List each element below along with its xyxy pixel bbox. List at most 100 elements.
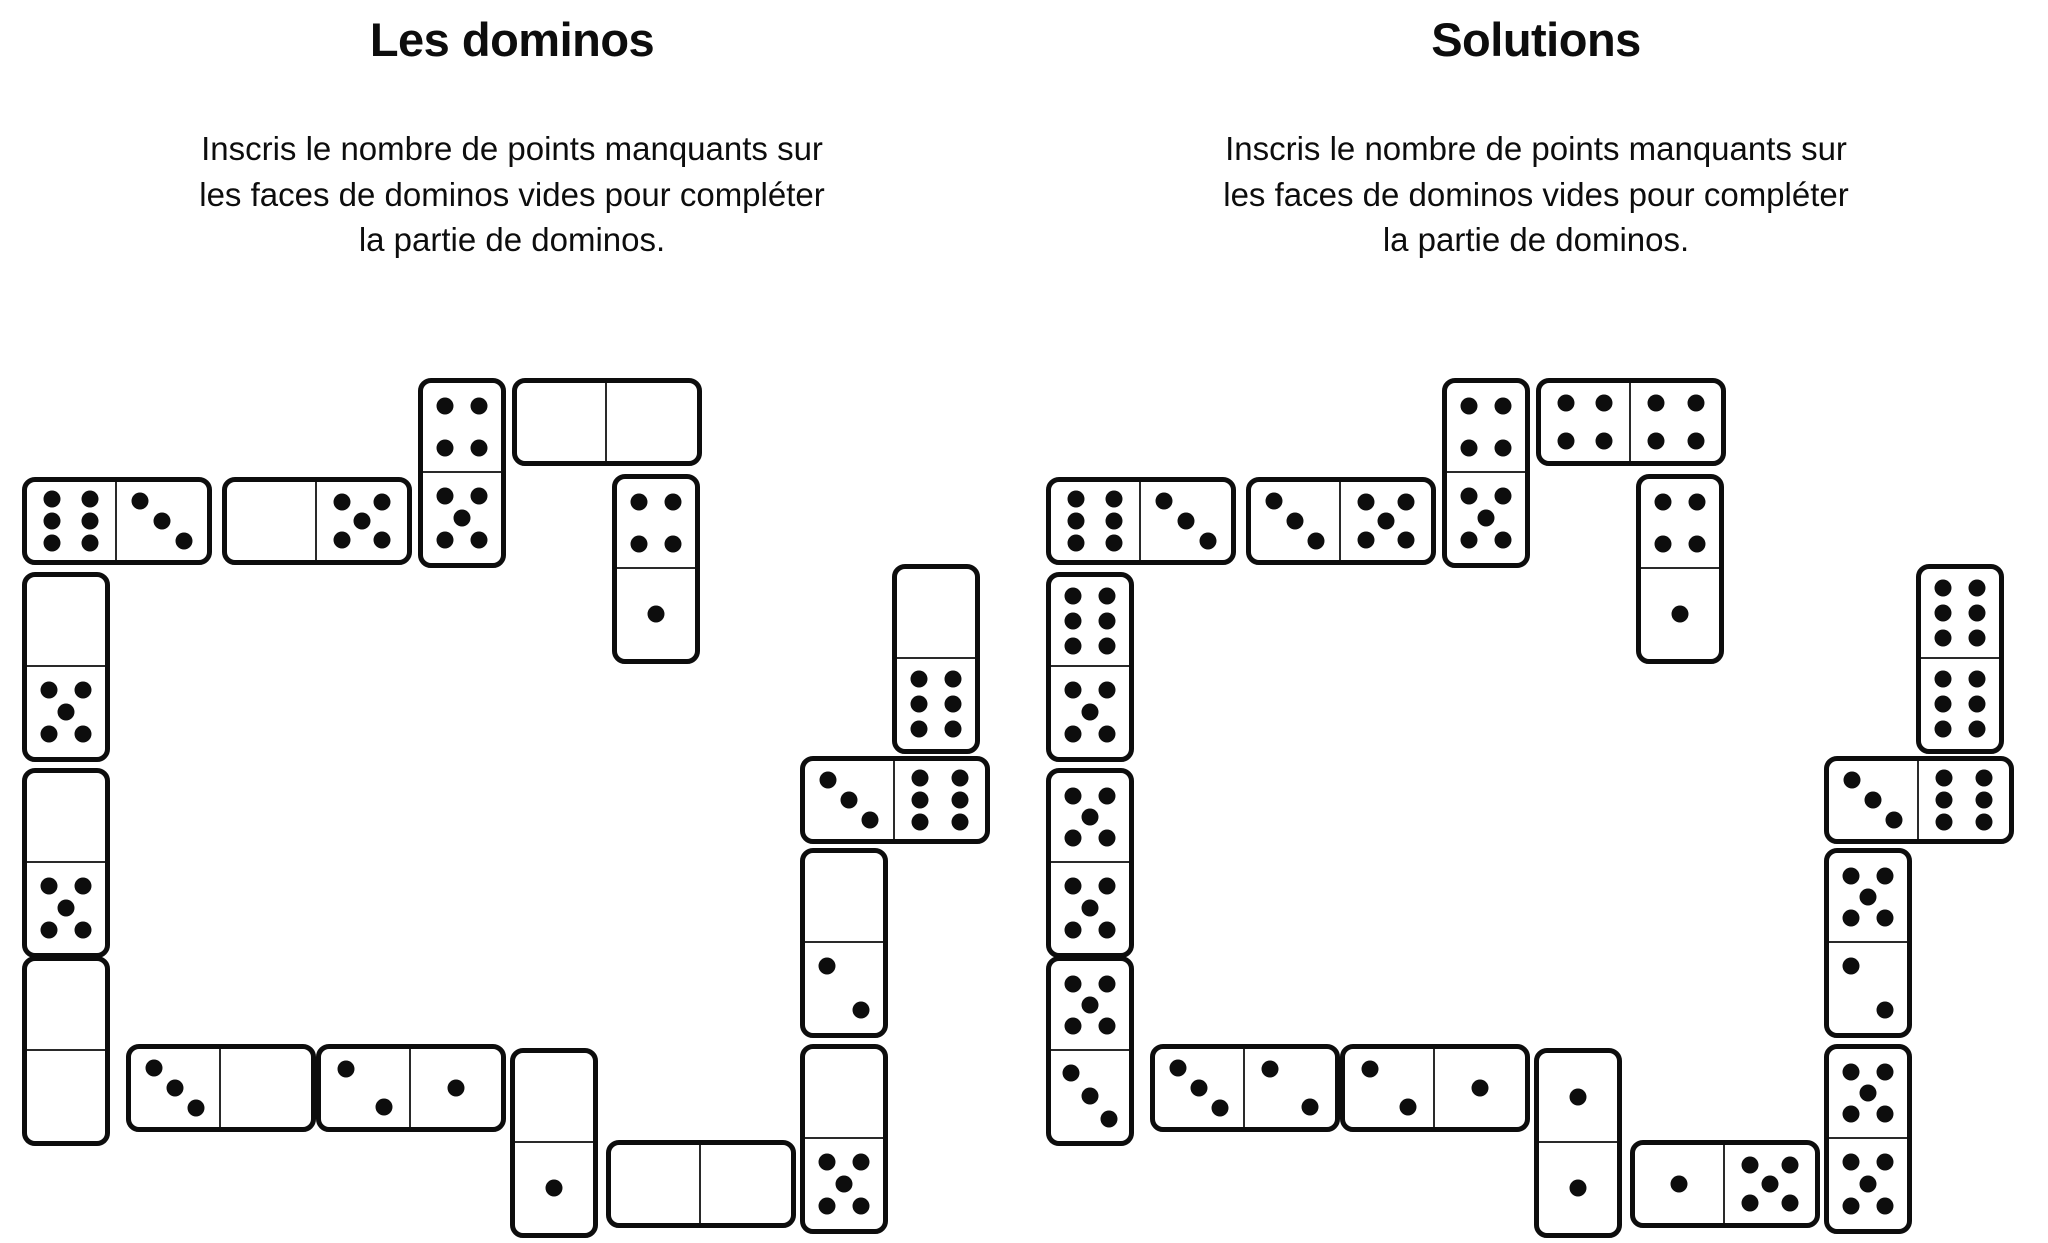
domino-board-solutions	[1024, 0, 2048, 1243]
domino-pip	[40, 725, 58, 743]
domino-pip	[1067, 534, 1085, 552]
domino-pip	[1761, 1175, 1779, 1193]
domino-face	[1919, 761, 2009, 839]
domino-tile	[512, 378, 702, 466]
domino-pip	[1155, 492, 1173, 510]
domino-pip	[1199, 532, 1217, 550]
domino-face	[805, 761, 895, 839]
domino-pip	[1968, 629, 1986, 647]
domino-tile	[1340, 1044, 1530, 1132]
domino-pip	[187, 1099, 205, 1117]
domino-pip	[1687, 394, 1705, 412]
domino-pip	[1975, 791, 1993, 809]
domino-tile	[1916, 564, 2004, 754]
domino-pip	[1098, 877, 1116, 895]
domino-face-blank[interactable]	[27, 577, 105, 667]
domino-pip	[1064, 829, 1082, 847]
domino-face	[1051, 667, 1129, 757]
domino-pip	[1968, 695, 1986, 713]
domino-face	[1539, 1053, 1617, 1143]
domino-face-blank[interactable]	[221, 1049, 311, 1127]
domino-tile	[1534, 1048, 1622, 1238]
domino-face	[1635, 1145, 1725, 1223]
domino-face-blank[interactable]	[897, 569, 975, 659]
domino-face-blank[interactable]	[701, 1145, 791, 1223]
domino-pip	[1397, 531, 1415, 549]
domino-pip	[1688, 493, 1706, 511]
domino-pip	[1261, 1060, 1279, 1078]
domino-pip	[375, 1098, 393, 1116]
domino-pip	[1859, 1084, 1877, 1102]
domino-pip	[1105, 512, 1123, 530]
domino-pip	[333, 493, 351, 511]
domino-pip	[1595, 394, 1613, 412]
domino-pip	[1557, 394, 1575, 412]
domino-pip	[1098, 612, 1116, 630]
domino-pip	[373, 493, 391, 511]
domino-pip	[1935, 813, 1953, 831]
domino-pip	[840, 791, 858, 809]
domino-pip	[470, 397, 488, 415]
domino-pip	[1098, 637, 1116, 655]
domino-pip	[1477, 509, 1495, 527]
domino-face-blank[interactable]	[607, 383, 697, 461]
domino-pip	[1105, 490, 1123, 508]
domino-pip	[1460, 397, 1478, 415]
panel-solutions: Solutions Inscris le nombre de points ma…	[1024, 0, 2048, 1243]
domino-face-blank[interactable]	[517, 383, 607, 461]
domino-pip	[1934, 695, 1952, 713]
domino-face-blank[interactable]	[27, 1051, 105, 1141]
domino-pip	[1098, 829, 1116, 847]
domino-pip	[43, 512, 61, 530]
domino-face	[1447, 473, 1525, 563]
domino-face	[1141, 482, 1231, 560]
domino-pip	[1557, 432, 1575, 450]
domino-tile	[612, 474, 700, 664]
domino-face	[1051, 1051, 1129, 1141]
domino-face	[1541, 383, 1631, 461]
domino-face	[1245, 1049, 1335, 1127]
domino-pip	[1934, 579, 1952, 597]
domino-face	[117, 482, 207, 560]
domino-face-blank[interactable]	[805, 1049, 883, 1139]
domino-face	[617, 569, 695, 659]
domino-pip	[818, 1153, 836, 1171]
domino-face-blank[interactable]	[27, 961, 105, 1051]
domino-tile	[22, 572, 110, 762]
domino-pip	[1067, 490, 1085, 508]
panel-worksheet: Les dominos Inscris le nombre de points …	[22, 14, 990, 1238]
domino-pip	[1647, 394, 1665, 412]
domino-pip	[436, 531, 454, 549]
domino-pip	[131, 492, 149, 510]
domino-pip	[835, 1175, 853, 1193]
domino-pip	[1100, 1110, 1118, 1128]
domino-tile	[316, 1044, 506, 1132]
domino-pip	[43, 490, 61, 508]
domino-face	[1829, 761, 1919, 839]
domino-pip	[1064, 877, 1082, 895]
domino-face	[1155, 1049, 1245, 1127]
domino-board-worksheet	[22, 378, 990, 1238]
domino-pip	[1647, 432, 1665, 450]
domino-face	[1051, 773, 1129, 863]
domino-face	[1641, 569, 1719, 659]
domino-face-blank[interactable]	[805, 853, 883, 943]
domino-face	[1341, 482, 1431, 560]
domino-pip	[1471, 1079, 1489, 1097]
domino-face-blank[interactable]	[611, 1145, 701, 1223]
domino-face-blank[interactable]	[515, 1053, 593, 1143]
domino-pip	[1062, 1064, 1080, 1082]
domino-pip	[1081, 1087, 1099, 1105]
domino-tile	[126, 1044, 316, 1132]
domino-face	[897, 659, 975, 749]
domino-pip	[1357, 531, 1375, 549]
domino-face-blank[interactable]	[227, 482, 317, 560]
domino-pip	[1935, 791, 1953, 809]
domino-face-blank[interactable]	[27, 773, 105, 863]
domino-pip	[1460, 531, 1478, 549]
domino-pip	[1934, 670, 1952, 688]
domino-face	[27, 863, 105, 953]
domino-pip	[470, 487, 488, 505]
domino-pip	[1460, 487, 1478, 505]
solutions-instructions-text: Inscris le nombre de points manquants su…	[1223, 130, 1849, 259]
